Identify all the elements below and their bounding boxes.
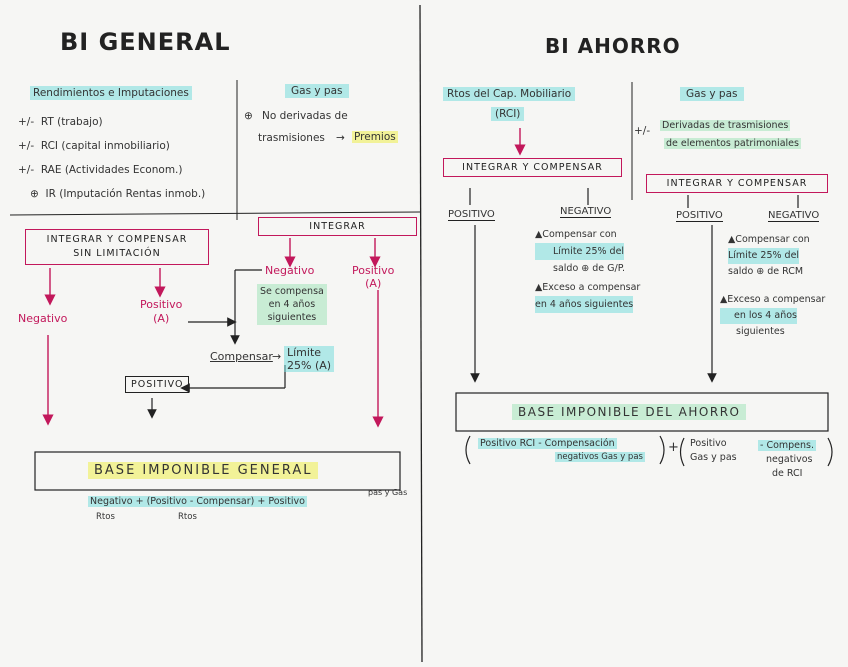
sign: +/- (18, 140, 35, 152)
gp-text-right-1: Derivadas de trasmisiones (660, 120, 791, 131)
title-bi-ahorro: BI AHORRO (545, 34, 681, 58)
neg-rcm-line3: saldo ⊕ de G/P. (553, 263, 625, 274)
gp-sign-right: +/- (634, 125, 651, 137)
rendimientos-header: Rendimientos e Imputaciones (30, 86, 192, 100)
sign: ⊕ (30, 188, 39, 200)
formula-ahorro-plus: + (668, 440, 679, 455)
negativo-right: Negativo (265, 264, 315, 277)
limite-line2: 25% (A) (287, 359, 332, 372)
rcm-header: Rtos del Cap. Mobiliario (443, 87, 576, 101)
neg-gp-notes: ▲Compensar con Límite 25% del saldo ⊕ de… (728, 232, 810, 280)
integrar-compensar-line1: INTEGRAR Y COMPENSAR (46, 234, 188, 245)
negativo-left: Negativo (18, 312, 68, 325)
arrow-glyph: → (272, 350, 282, 363)
rend-item-rci: RCI (capital inmobiliario) (40, 140, 170, 152)
positivo-right-line2: (A) (365, 277, 382, 290)
positivo-a-line2: (A) (153, 312, 170, 325)
formula-ahorro-e: - Compens. (758, 440, 817, 451)
integrar-box: INTEGRAR (258, 217, 417, 236)
neg-gp-line6: siguientes (736, 326, 785, 337)
neg-rcm-line4: ▲Exceso a compensar (535, 282, 641, 293)
negativo-gp: NEGATIVO (768, 210, 820, 222)
title-bi-general: BI GENERAL (60, 28, 231, 56)
positivo-a-left: Positivo (A) (140, 298, 182, 326)
formula-ahorro-g: de RCI (772, 468, 803, 479)
formula-ahorro-d: Gas y pas (690, 452, 737, 463)
formula-ahorro-f: negativos (766, 454, 813, 465)
sign: +/- (18, 164, 35, 176)
rend-item-rt: RT (trabajo) (40, 116, 103, 128)
positivo-a-line1: Positivo (140, 298, 183, 311)
formula-ahorro-a: Positivo RCI - Compensación (478, 438, 617, 449)
rendimientos-list: +/- RT (trabajo) +/- RCI (capital inmobi… (18, 115, 205, 202)
neg-rcm-notes: ▲Compensar con Límite 25% del saldo ⊕ de… (535, 226, 640, 313)
formula-sub-rtos-1: Rtos (96, 512, 115, 522)
neg-gp-line1: ▲Compensar con (728, 234, 810, 245)
neg-gp-notes-2: ▲Exceso a compensar en los 4 años siguie… (720, 292, 825, 340)
gp-header-right: Gas y pas (680, 87, 744, 101)
formula-general: Negativo + (Positivo - Compensar) + Posi… (88, 496, 307, 507)
rend-item-rae: RAE (Actividades Econom.) (40, 164, 183, 176)
neg-gp-line4: ▲Exceso a compensar (720, 294, 826, 305)
neg-gp-line2: Límite 25% del (728, 248, 800, 264)
base-ahorro-label: BASE IMPONIBLE DEL AHORRO (512, 404, 747, 420)
formula-ahorro-b: negativos Gas y pas (555, 452, 645, 462)
gp-header-left: Gas y pas (285, 84, 349, 98)
gp-sign-left: ⊕ (244, 110, 253, 122)
positivo-gp: POSITIVO (676, 210, 723, 222)
neg-gp-line3: saldo ⊕ de RCM (728, 266, 804, 277)
formula-sub-rtos-2: Rtos (178, 512, 197, 522)
gp-text-left-1: No derivadas de (262, 110, 348, 122)
integrar-compensar-line2: SIN LIMITACIÓN (73, 248, 161, 259)
positivo-right: Positivo (A) (352, 264, 394, 290)
positivo-rcm: POSITIVO (448, 209, 495, 221)
int-comp-left-box: INTEGRAR Y COMPENSAR (443, 158, 622, 177)
premios-label: Premios (352, 131, 398, 143)
positivo-right-line1: Positivo (352, 264, 395, 277)
rci-label: (RCI) (491, 107, 525, 121)
integrar-compensar-box: INTEGRAR Y COMPENSAR SIN LIMITACIÓN (25, 229, 209, 265)
compensa-line1: Se compensa (260, 286, 324, 297)
formula-general-sup: pas y Gas (368, 488, 408, 497)
limite-line1: Límite (287, 346, 322, 359)
rend-item-ir: IR (Imputación Rentas inmob.) (45, 188, 206, 200)
gp-text-left-2: trasmisiones (258, 132, 325, 144)
arrow-glyph: → (336, 132, 345, 144)
compensa-line2: en 4 años (268, 299, 316, 310)
compensa-note: Se compensa en 4 años siguientes (257, 284, 327, 325)
compensa-line3: siguientes (267, 312, 317, 323)
neg-rcm-line2: Límite 25% del (535, 243, 625, 260)
negativo-rcm: NEGATIVO (560, 206, 612, 218)
neg-rcm-line1: ▲Compensar con (535, 229, 617, 240)
base-general-label: BASE IMPONIBLE GENERAL (88, 462, 319, 479)
positivo-box: POSITIVO (125, 376, 190, 393)
sign: +/- (18, 116, 35, 128)
compensar-label: Compensar (210, 350, 273, 363)
gp-text-right-2: de elementos patrimoniales (664, 138, 801, 149)
neg-rcm-line5: en 4 años siguientes (535, 296, 634, 313)
limite-note: Límite 25% (A) (284, 346, 335, 372)
formula-ahorro-c: Positivo (690, 438, 727, 449)
int-comp-right-box: INTEGRAR Y COMPENSAR (646, 174, 828, 193)
neg-gp-line5: en los 4 años (720, 308, 797, 324)
